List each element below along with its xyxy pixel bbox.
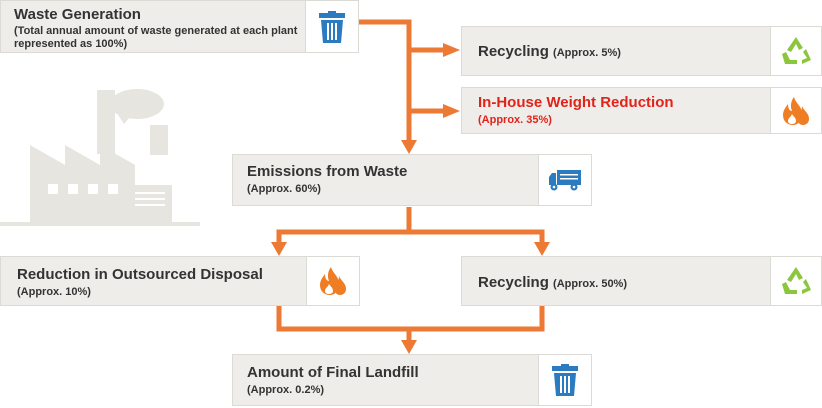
- landfill-amount: (Approx. 0.2%): [247, 384, 325, 396]
- outsourced-amount: (Approx. 10%): [17, 286, 91, 298]
- in-house-icon-area: [770, 88, 821, 133]
- waste-generation-title: Waste Generation: [14, 6, 141, 23]
- arrowhead-landfill: [401, 340, 417, 354]
- waste-generation-note: (Total annual amount of waste generated …: [14, 25, 298, 50]
- trash-can-icon: [319, 10, 345, 43]
- recycle-icon: [782, 37, 811, 64]
- recycling-top-box: Recycling (Approx. 5%): [461, 26, 822, 76]
- connector-main-down: [359, 19, 412, 142]
- flame-icon: [320, 267, 346, 295]
- arrowhead-in-house: [443, 104, 460, 118]
- outsourced-icon-area: [306, 257, 359, 305]
- recycling-top-amount: (Approx. 5%): [553, 47, 621, 59]
- recycling-top-label: Recycling (Approx. 5%): [478, 43, 621, 60]
- landfill-title: Amount of Final Landfill: [247, 364, 419, 381]
- trash-can-icon: [552, 364, 578, 396]
- truck-icon: [549, 170, 581, 191]
- emissions-amount: (Approx. 60%): [247, 183, 321, 195]
- arrowhead-recycling-top: [443, 43, 460, 57]
- recycling-bottom-title: Recycling: [478, 274, 549, 291]
- arrowhead-recycling-bottom: [534, 242, 550, 256]
- flame-icon: [783, 96, 809, 125]
- recycling-top-title: Recycling: [478, 43, 549, 60]
- recycle-icon: [782, 267, 811, 294]
- recycling-bottom-amount: (Approx. 50%): [553, 278, 628, 290]
- connector-split: [276, 229, 545, 244]
- recycling-bottom-icon-area: [770, 257, 821, 305]
- recycling-top-icon-area: [770, 27, 821, 75]
- smoke-cloud-tail: [118, 115, 130, 124]
- outsourced-title: Reduction in Outsourced Disposal: [17, 266, 263, 283]
- landfill-box: Amount of Final Landfill (Approx. 0.2%): [232, 354, 592, 406]
- in-house-amount: (Approx. 35%): [478, 114, 552, 126]
- emissions-title: Emissions from Waste: [247, 163, 408, 180]
- in-house-title: In-House Weight Reduction: [478, 94, 674, 111]
- waste-generation-icon-area: [305, 1, 358, 52]
- arrowhead-outsourced: [271, 242, 287, 256]
- recycling-bottom-box: Recycling (Approx. 50%): [461, 256, 822, 306]
- in-house-box: In-House Weight Reduction (Approx. 35%): [461, 87, 822, 134]
- emissions-icon-area: [538, 155, 591, 205]
- landfill-icon-area: [538, 355, 591, 405]
- emissions-box: Emissions from Waste (Approx. 60%): [232, 154, 592, 206]
- recycling-bottom-label: Recycling (Approx. 50%): [478, 274, 627, 291]
- outsourced-box: Reduction in Outsourced Disposal (Approx…: [0, 256, 360, 306]
- smoke-cloud: [110, 89, 164, 119]
- arrowhead-emissions: [401, 140, 417, 154]
- connector-merge: [276, 306, 545, 332]
- waste-generation-box: Waste Generation (Total annual amount of…: [0, 0, 359, 53]
